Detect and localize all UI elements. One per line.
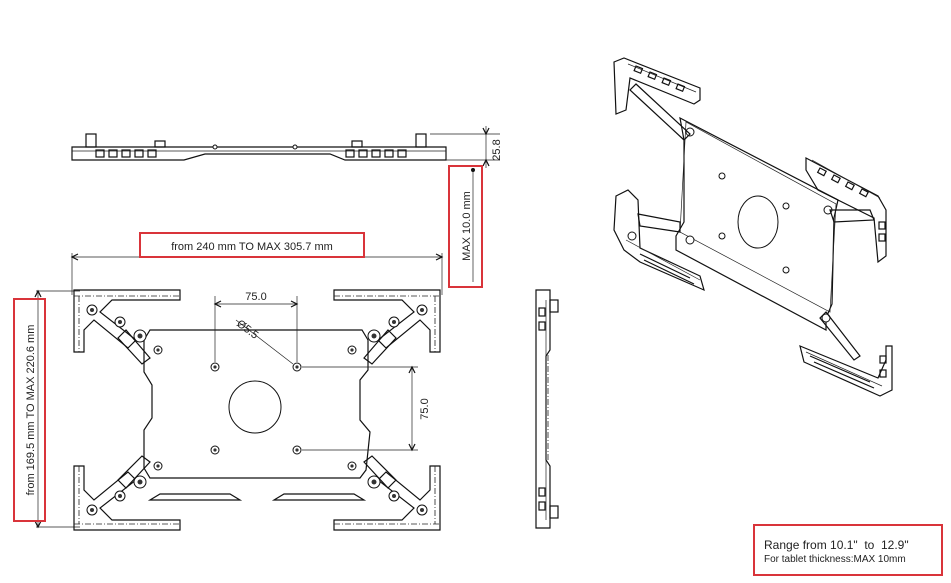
iso-slots-bottom	[809, 355, 875, 389]
tablet-range-text: Range from 10.1" to 12.9"	[764, 538, 909, 552]
hole-spacing-h-label: 75.0	[245, 291, 266, 303]
height-range-label: from 169.5 mm TO MAX 220.6 mm	[25, 325, 37, 496]
thickness-callout: MAX 10.0 mm	[448, 165, 483, 288]
front-view: from 240 mm TO MAX 305.7 mm from 169.5 m…	[13, 232, 444, 531]
tablet-range-note: Range from 10.1" to 12.9" For tablet thi…	[753, 524, 943, 576]
bracket-top-right	[333, 289, 441, 365]
top-view: 25.8	[71, 126, 503, 168]
slot-row-left	[95, 149, 157, 158]
hole-spacing-v-label: 75.0	[419, 398, 431, 419]
iso-slots-right	[816, 167, 869, 198]
tablet-thickness-text: For tablet thickness:MAX 10mm	[764, 554, 906, 565]
side-height-label: 25.8	[491, 139, 503, 160]
thickness-label: MAX 10.0 mm	[461, 191, 473, 261]
slot-row-right	[345, 149, 407, 158]
width-range-label: from 240 mm TO MAX 305.7 mm	[171, 241, 333, 253]
bracket-bottom-right	[271, 455, 441, 531]
hole-diameter-label: Ø5.5	[234, 318, 260, 342]
isometric-view	[613, 57, 893, 397]
iso-slots-left	[639, 253, 695, 285]
bracket-top-left	[73, 289, 181, 365]
bracket-bottom-left	[73, 455, 243, 531]
side-view	[535, 289, 559, 529]
iso-slots-top	[633, 65, 686, 93]
